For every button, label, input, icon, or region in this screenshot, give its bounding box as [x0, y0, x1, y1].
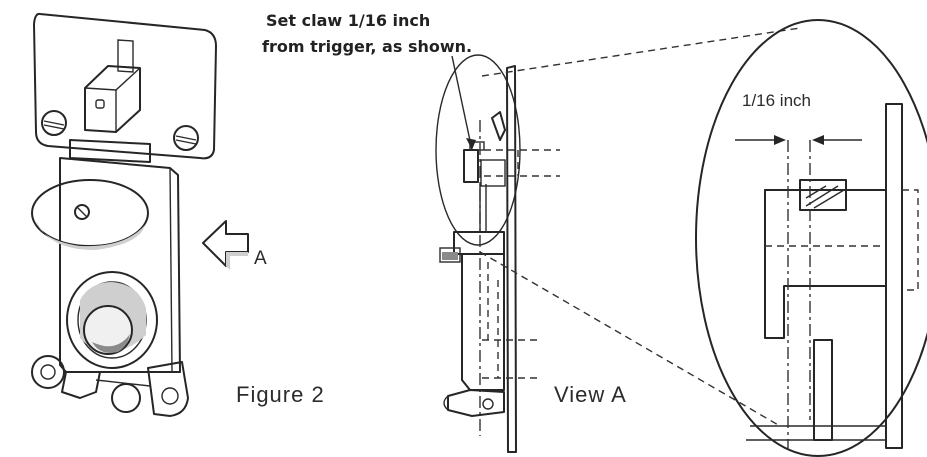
side-view: [435, 54, 560, 453]
cam-knob: [31, 179, 149, 250]
foot-left: [31, 355, 65, 389]
enlarged-detail: [695, 19, 927, 457]
callout-line-1: Set claw 1/16 inch: [266, 11, 430, 30]
callout-line-2: from trigger, as shown.: [262, 37, 472, 56]
projection-line-bottom: [479, 251, 781, 427]
callout-leader-line: [451, 55, 473, 151]
arrow-letter-label: A: [254, 248, 267, 269]
measure-label: 1/16 inch: [742, 91, 811, 110]
foot-right: [147, 361, 189, 417]
screw-left-icon: [41, 110, 67, 136]
mechanism-perspective: [31, 12, 217, 417]
view-caption: View A: [554, 382, 627, 407]
figure-caption: Figure 2: [236, 382, 325, 407]
view-arrow-icon: [202, 220, 249, 270]
projection-line-top: [481, 27, 801, 77]
screw-right-icon: [173, 125, 199, 151]
foot-mid: [111, 383, 141, 413]
